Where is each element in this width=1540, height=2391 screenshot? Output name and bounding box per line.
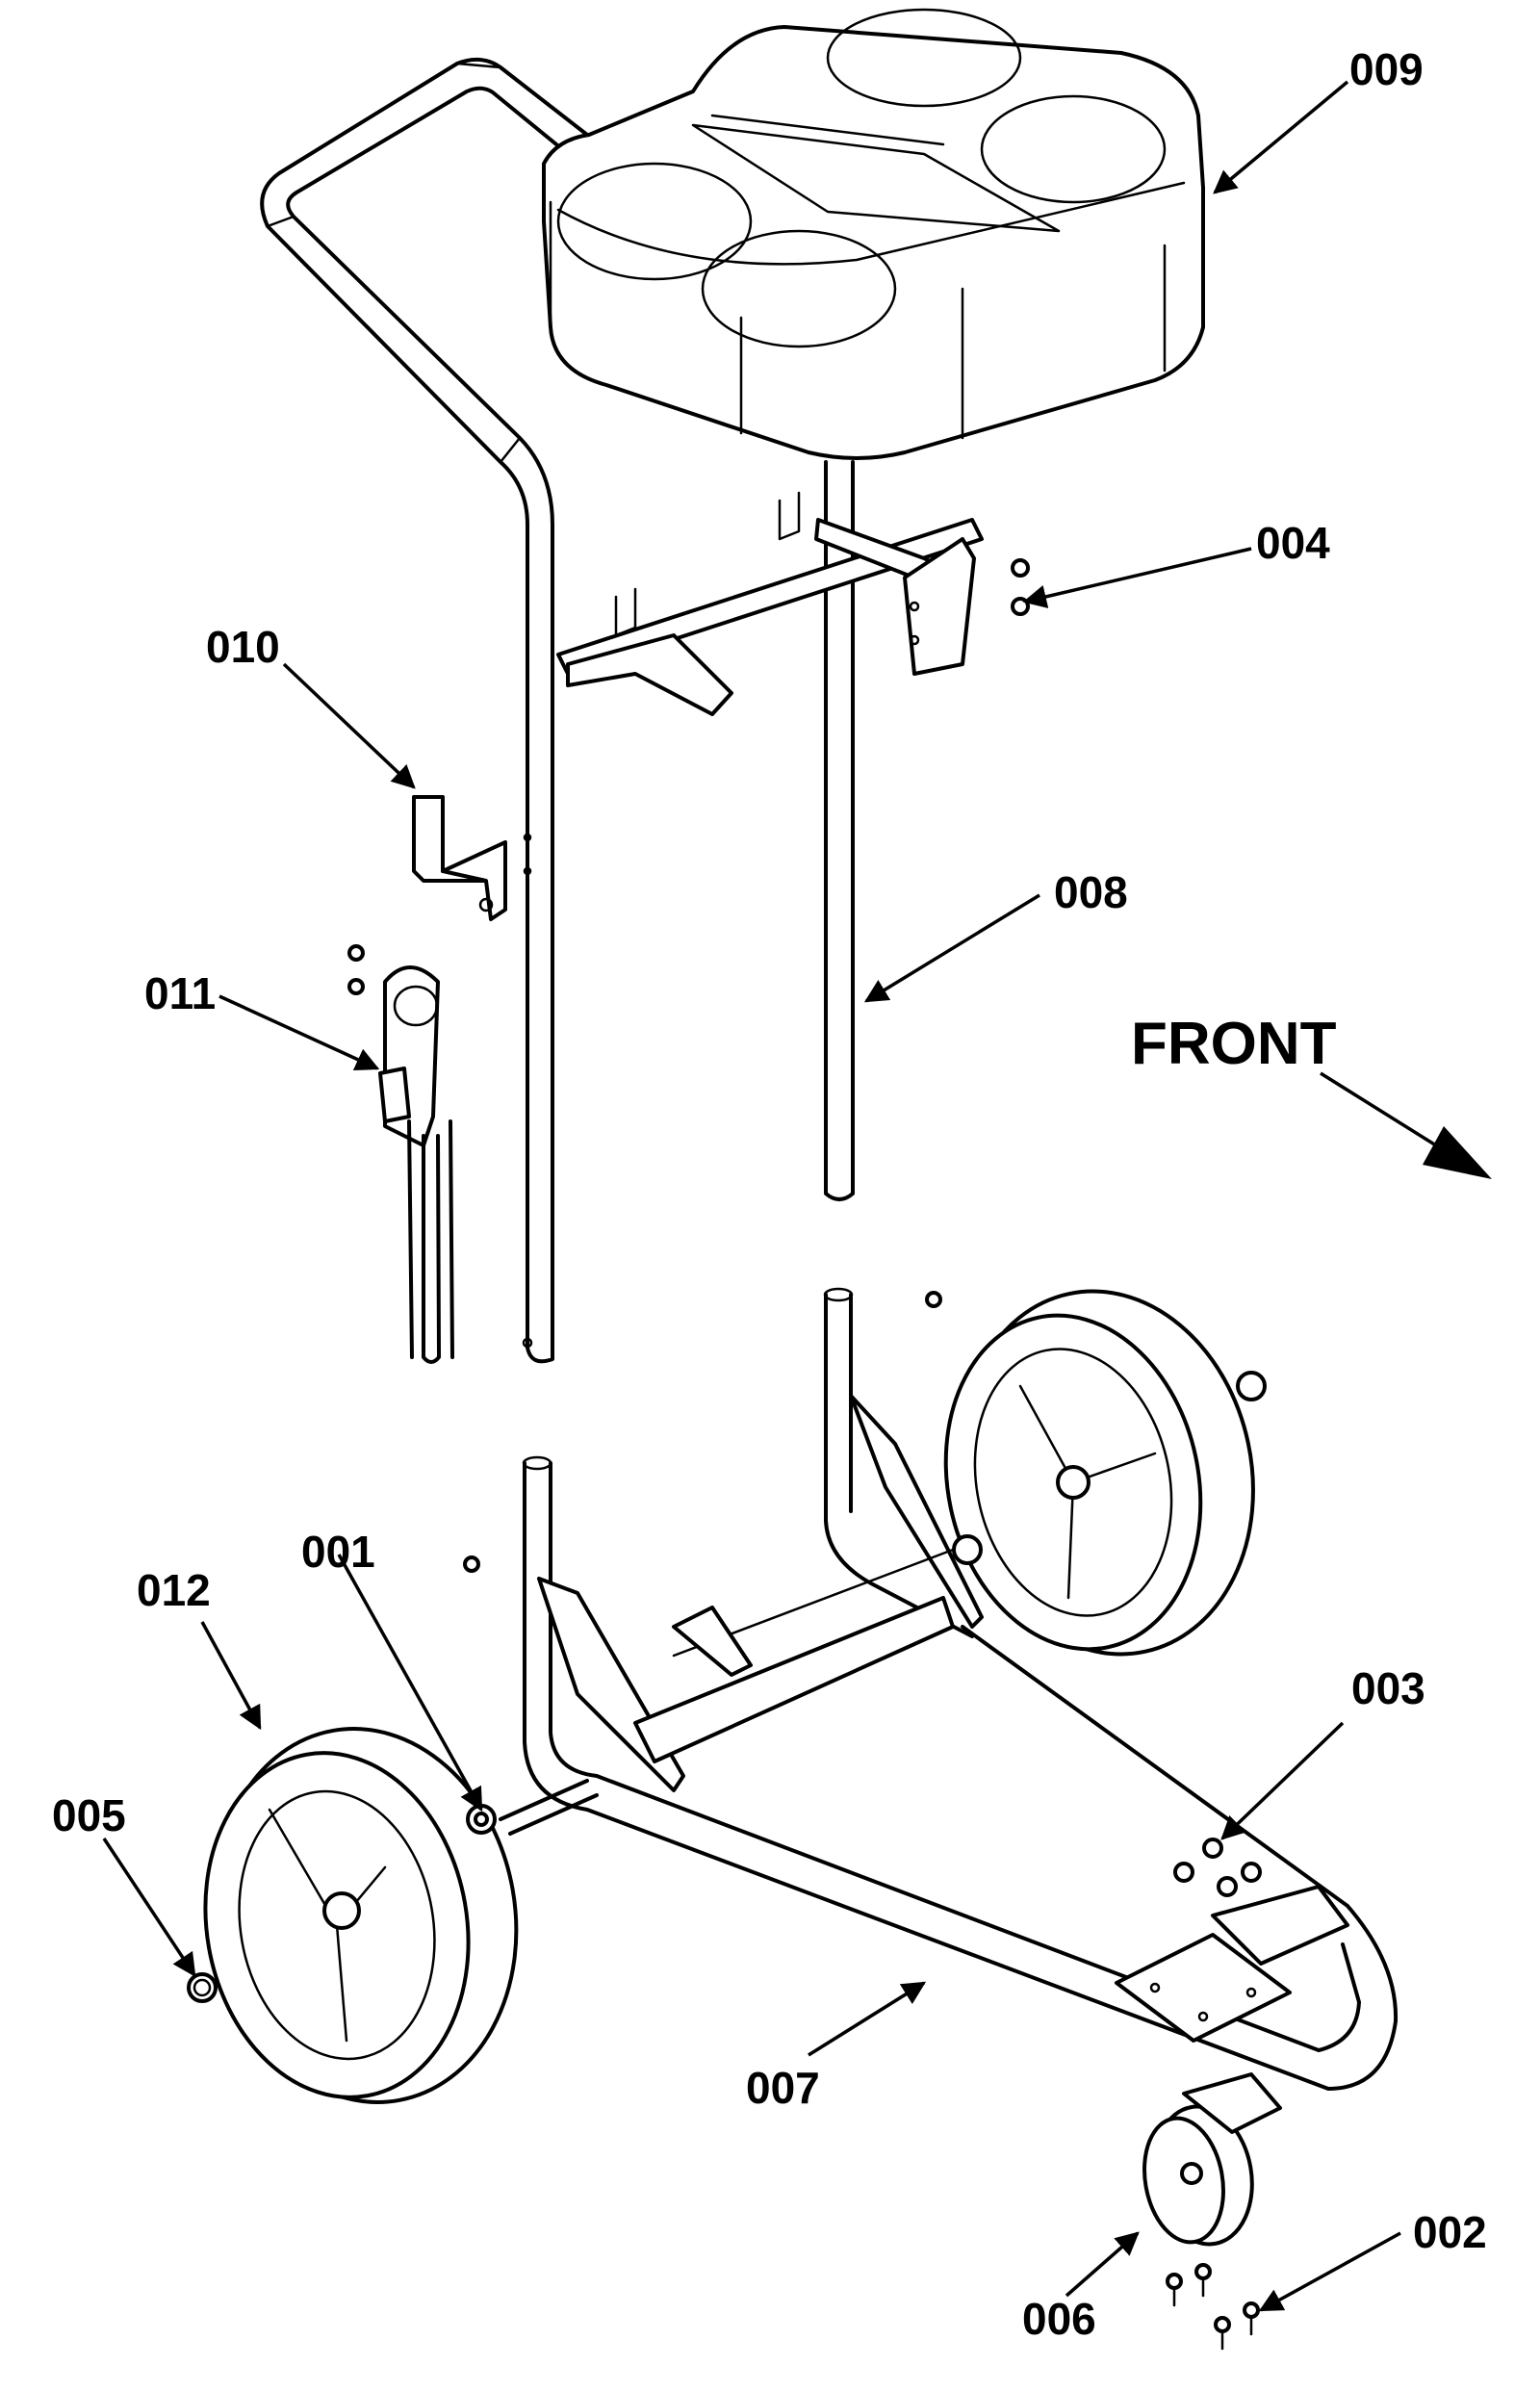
callout-006: 006	[1022, 2294, 1096, 2344]
caster-006	[1142, 2072, 1282, 2247]
callout-005: 005	[52, 1790, 126, 1840]
wheel-012	[203, 1727, 519, 2104]
hanger-011	[347, 944, 454, 1364]
callout-007: 007	[746, 2063, 820, 2113]
bolts-002	[1166, 2263, 1260, 2351]
upper-handle-frame	[260, 57, 984, 1364]
bracket-010	[412, 795, 507, 921]
cap-005	[187, 1972, 218, 2003]
base-frame-007	[499, 1287, 1399, 2091]
callout-002: 002	[1413, 2207, 1487, 2257]
front-orientation-arrow: FRONT	[1131, 1011, 1492, 1179]
callout-004: 004	[1256, 518, 1330, 568]
front-label: FRONT	[1131, 1011, 1337, 1077]
rear-wheel-right	[463, 1289, 1267, 1657]
callout-011: 011	[144, 968, 216, 1018]
nuts-003	[1173, 1838, 1262, 1897]
tray-009	[542, 8, 1205, 460]
callout-labels: 009 004 010 008 011 001 012 003 005 007 …	[52, 44, 1487, 2344]
callout-008: 008	[1054, 867, 1128, 917]
callout-009: 009	[1349, 44, 1424, 94]
callout-leaders	[102, 80, 1401, 2312]
callout-010: 010	[206, 622, 280, 672]
callout-001: 001	[301, 1527, 375, 1577]
fasteners-004	[1011, 558, 1030, 616]
callout-003: 003	[1351, 1663, 1425, 1713]
callout-012: 012	[137, 1565, 211, 1615]
